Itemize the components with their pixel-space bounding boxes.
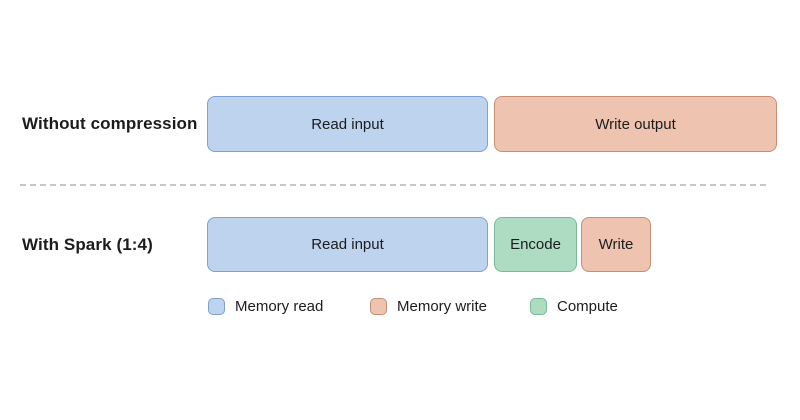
legend-label: Memory read — [235, 297, 324, 315]
legend-label: Memory write — [397, 297, 488, 315]
legend-label: Compute — [557, 297, 618, 315]
compute-swatch-icon — [530, 297, 547, 315]
bar-write-with-spark: Write — [581, 217, 651, 272]
row-label-with-spark: With Spark (1:4) — [22, 234, 153, 254]
memory-read-swatch-icon — [208, 297, 225, 315]
bar-write-output-without-compression: Write output — [494, 96, 777, 152]
bar-read-input-with-spark: Read input — [207, 217, 488, 272]
bar-label: Write — [598, 236, 634, 253]
bar-label: Read input — [311, 236, 384, 253]
legend-item-memory-read: Memory read — [208, 297, 323, 315]
bar-label: Write output — [595, 115, 676, 133]
row-label-without-compression: Without compression — [22, 114, 198, 133]
memory-write-swatch-icon — [370, 297, 387, 315]
dashed-divider-line — [20, 184, 766, 186]
legend-item-compute: Compute — [530, 297, 618, 315]
bar-label: Encode — [510, 236, 561, 253]
legend-item-memory-write: Memory write — [370, 297, 487, 315]
bar-encode-with-spark: Encode — [494, 217, 577, 272]
bar-label: Read input — [311, 115, 384, 133]
bar-read-input-without-compression: Read input — [207, 96, 488, 152]
